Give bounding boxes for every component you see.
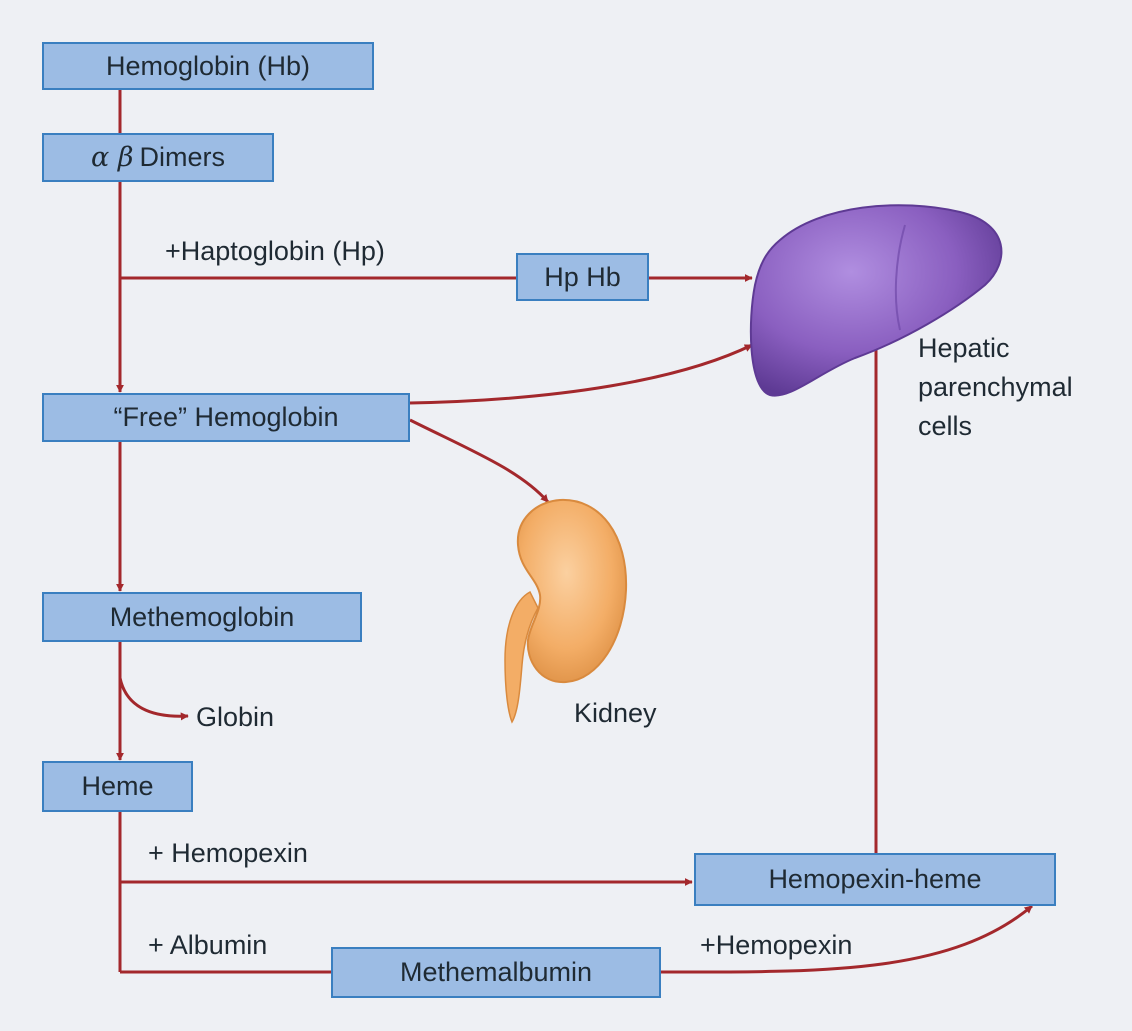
label-albumin: + Albumin bbox=[148, 930, 267, 961]
label-hepatic-2: parenchymal bbox=[918, 372, 1073, 403]
node-methemoglobin: Methemoglobin bbox=[42, 592, 362, 642]
node-heme: Heme bbox=[42, 761, 193, 812]
node-dimers-label: Dimers bbox=[139, 142, 225, 173]
node-hemopexin-heme: Hemopexin-heme bbox=[694, 853, 1056, 906]
label-kidney: Kidney bbox=[574, 698, 657, 729]
label-hepatic-1: Hepatic bbox=[918, 333, 1010, 364]
kidney-icon bbox=[505, 500, 626, 722]
node-methemalbumin-label: Methemalbumin bbox=[400, 957, 592, 988]
node-hp-hb-label: Hp Hb bbox=[544, 262, 621, 293]
node-heme-label: Heme bbox=[81, 771, 153, 802]
arrow-free-liver bbox=[410, 345, 752, 403]
label-haptoglobin: +Haptoglobin (Hp) bbox=[165, 236, 385, 267]
label-globin: Globin bbox=[196, 702, 274, 733]
alpha-beta-symbol: α β bbox=[91, 142, 133, 173]
node-hp-hb: Hp Hb bbox=[516, 253, 649, 301]
label-hemopexin: + Hemopexin bbox=[148, 838, 308, 869]
label-hemopexin-2: +Hemopexin bbox=[700, 930, 852, 961]
node-dimers: α β Dimers bbox=[42, 133, 274, 182]
node-hemopexin-heme-label: Hemopexin-heme bbox=[768, 864, 981, 895]
node-free-hemoglobin-label: “Free” Hemoglobin bbox=[113, 402, 338, 433]
arrow-free-kidney bbox=[410, 420, 548, 502]
node-hemoglobin: Hemoglobin (Hb) bbox=[42, 42, 374, 90]
node-hemoglobin-label: Hemoglobin (Hb) bbox=[106, 51, 310, 82]
node-methemoglobin-label: Methemoglobin bbox=[110, 602, 295, 633]
arrow-globin bbox=[120, 678, 188, 716]
label-hepatic-3: cells bbox=[918, 411, 972, 442]
node-methemalbumin: Methemalbumin bbox=[331, 947, 661, 998]
node-free-hemoglobin: “Free” Hemoglobin bbox=[42, 393, 410, 442]
